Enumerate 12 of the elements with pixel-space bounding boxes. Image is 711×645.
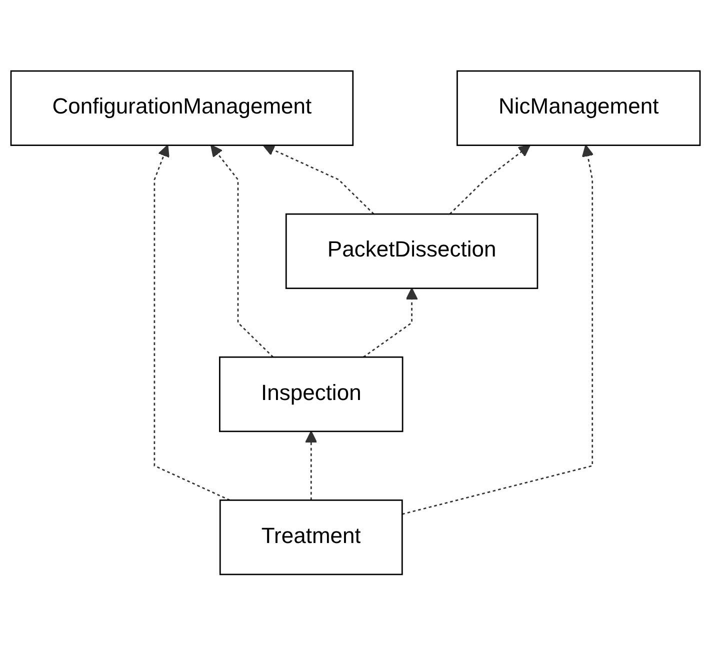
- node-box: ConfigurationManagement: [10, 70, 354, 146]
- arrow: [154, 144, 230, 501]
- arrow: [449, 144, 531, 214]
- arrow: [262, 144, 374, 214]
- node-box: Treatment: [219, 499, 403, 575]
- arrow: [363, 288, 418, 358]
- arrow: [305, 430, 318, 500]
- node-box: Inspection: [219, 356, 404, 432]
- arrow: [210, 144, 274, 358]
- node-box: NicManagement: [456, 70, 701, 146]
- arrow: [402, 144, 594, 515]
- node-box: PacketDissection: [285, 213, 538, 289]
